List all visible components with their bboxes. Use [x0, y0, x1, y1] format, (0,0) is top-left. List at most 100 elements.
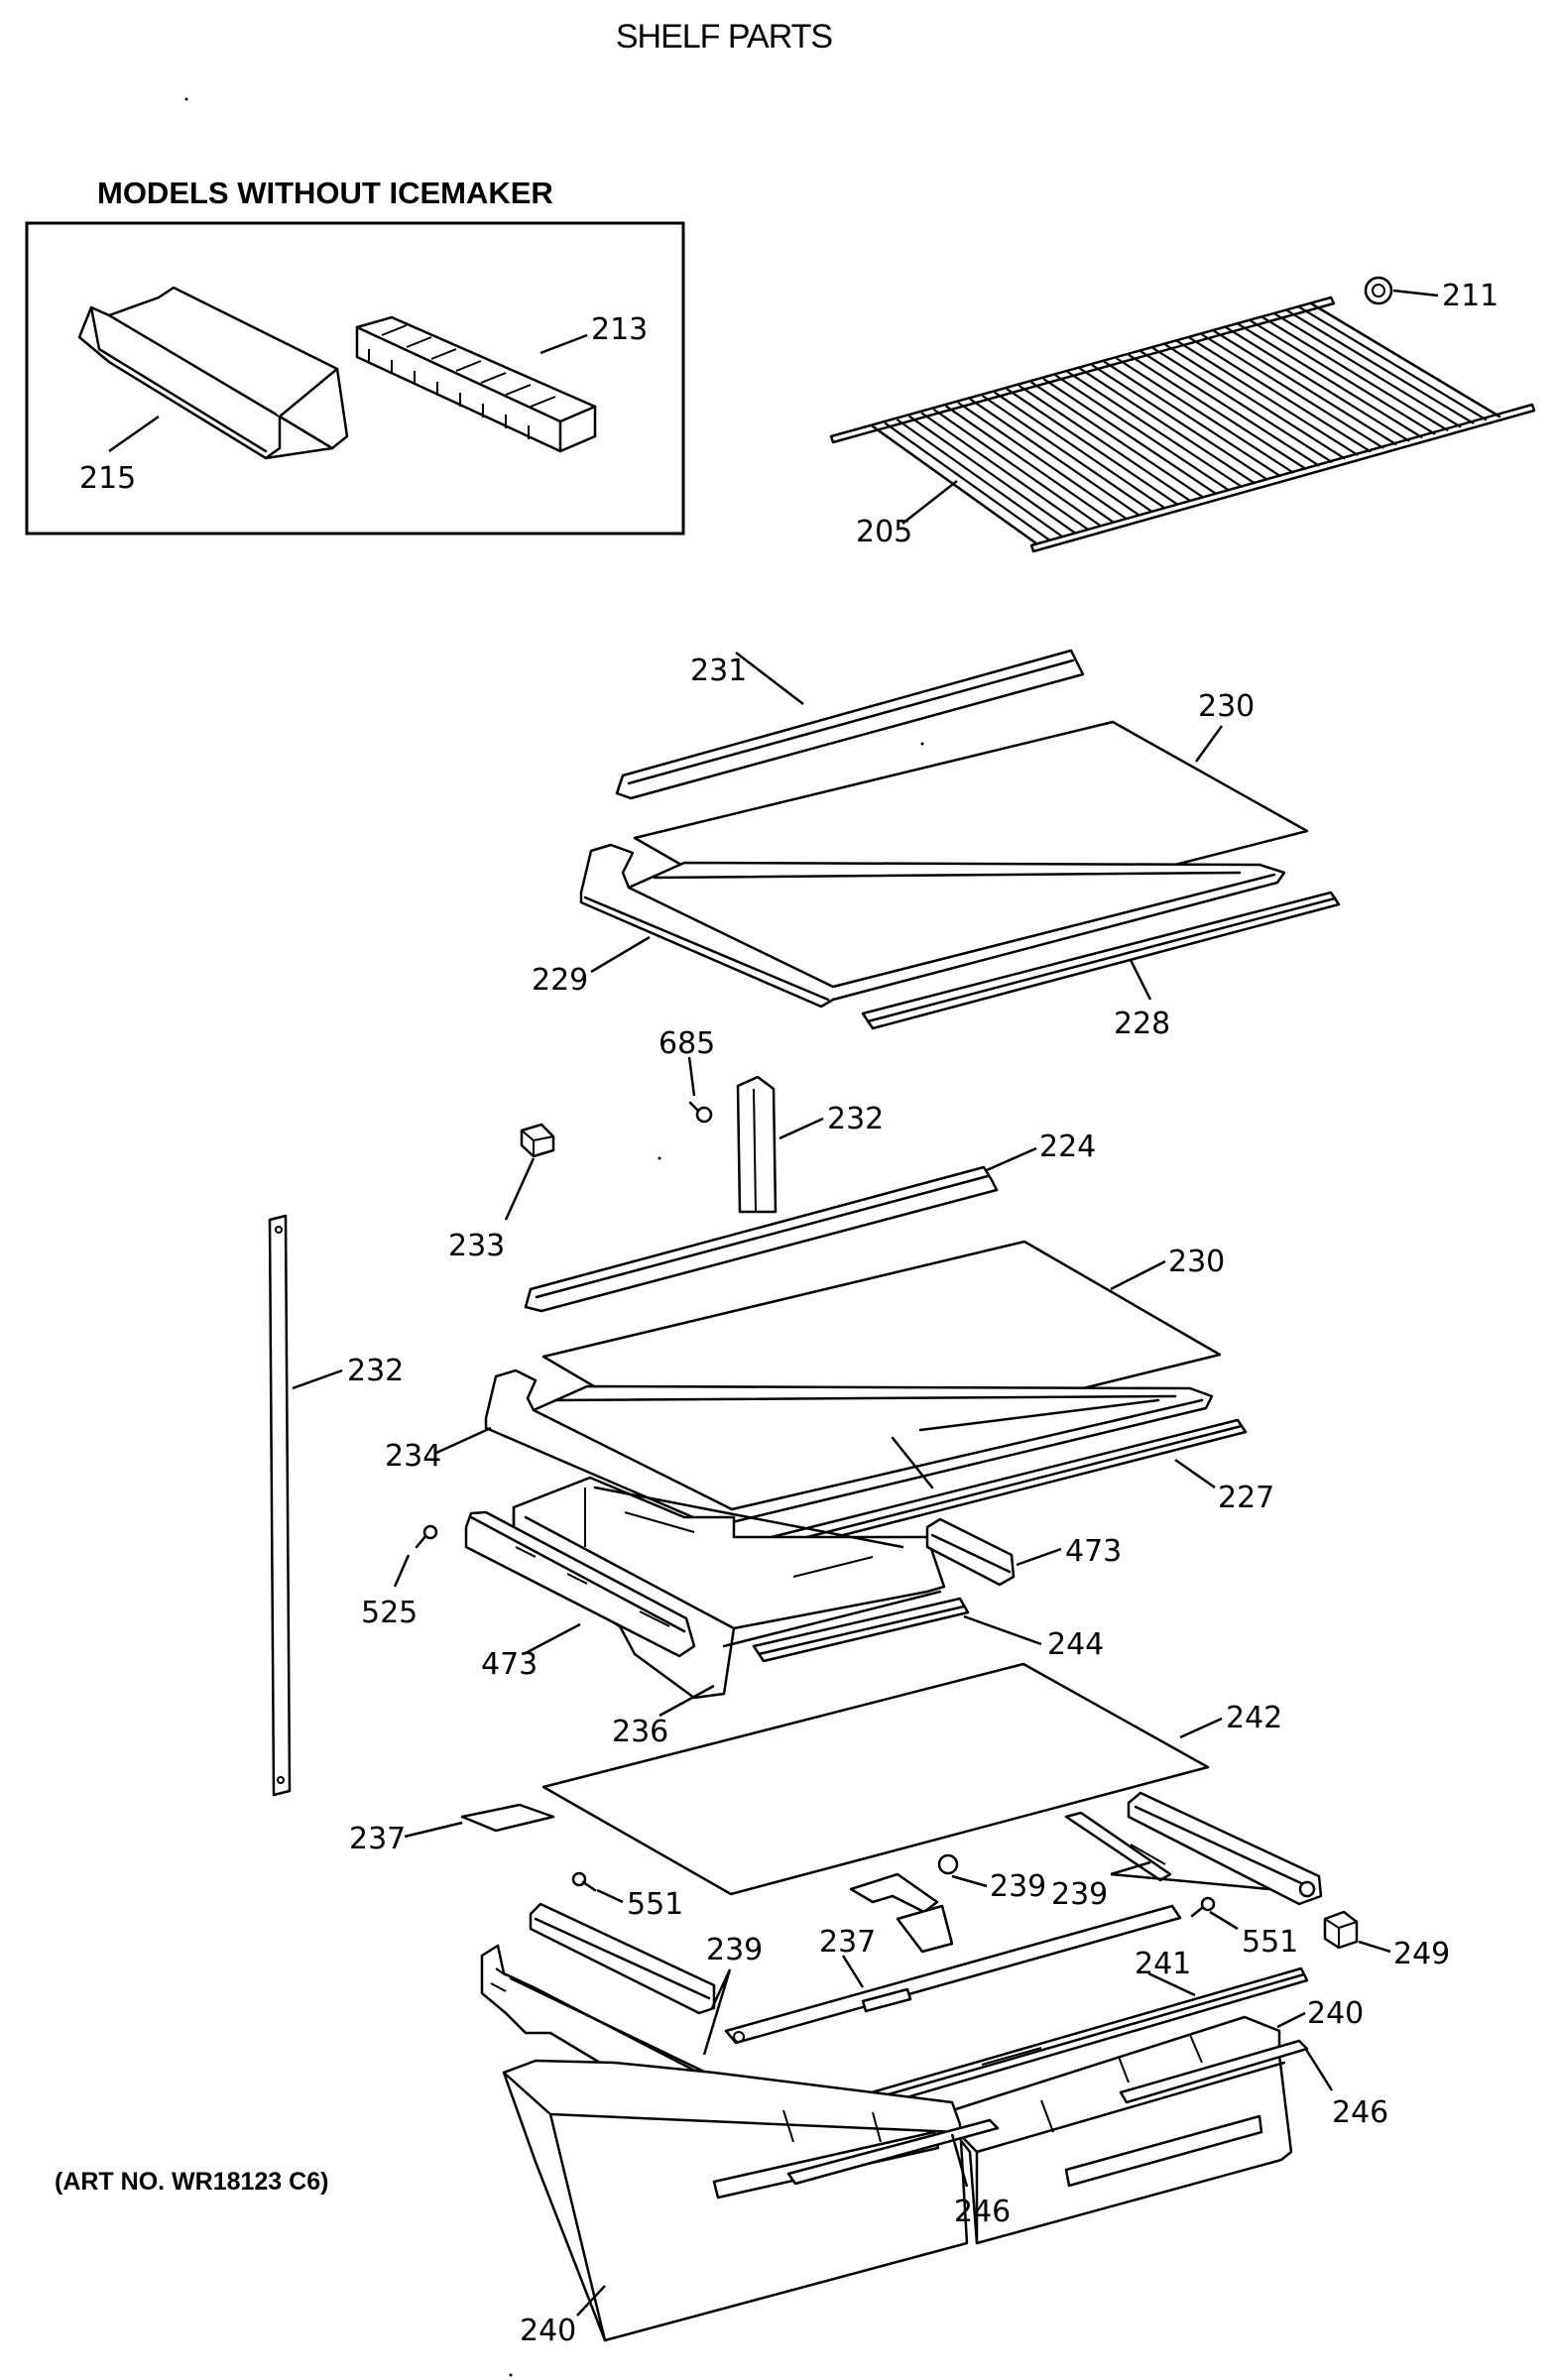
leader-229	[590, 935, 651, 974]
part-473-drawer-slide-right	[925, 1517, 1016, 1587]
shelf-wire-rod	[932, 408, 1102, 528]
part-224-shelf-trim	[524, 1165, 999, 1313]
shelf-wire-rod	[1091, 364, 1269, 481]
leader-237a	[404, 1821, 463, 1839]
leader-525	[393, 1554, 411, 1588]
shelf-wire-rod	[1188, 336, 1372, 453]
leader-246a	[1303, 2047, 1334, 2091]
part-246-drawer-handle-left	[786, 2118, 1000, 2186]
shelf-wire-rod	[1006, 388, 1179, 506]
shelf-wire-rod	[908, 415, 1076, 535]
shelf-wire-rod	[1029, 381, 1205, 499]
leader-224	[986, 1146, 1037, 1172]
leader-213	[539, 333, 588, 355]
part-551-screw-left	[571, 1871, 597, 1892]
shelf-wire-rod	[1139, 350, 1320, 467]
shelf-wire-rod	[1261, 315, 1449, 432]
part-551-screw-right	[1190, 1896, 1216, 1918]
shelf-wire-rod	[1200, 333, 1384, 449]
label-230a: 230	[1198, 689, 1255, 724]
shelf-wire-rod	[1250, 319, 1436, 435]
label-685: 685	[659, 1026, 715, 1061]
icemaker-inset: MODELS WITHOUT ICEMAKER 213 215	[25, 176, 685, 536]
shelf-wire-rod	[981, 395, 1153, 513]
label-234: 234	[385, 1439, 441, 1474]
part-213-ice-tray	[355, 315, 597, 453]
part-685-screw	[688, 1101, 713, 1124]
part-232-upright-bracket-short	[736, 1075, 778, 1214]
leader-239a	[951, 1874, 988, 1888]
label-551a: 551	[627, 1887, 683, 1922]
label-473b: 473	[481, 1647, 538, 1682]
label-239b: 239	[1051, 1877, 1108, 1912]
leader-241	[1147, 1971, 1196, 1997]
leader-227	[1174, 1458, 1216, 1489]
part-232-upright-bracket-long	[268, 1214, 292, 1797]
leader-240a	[1276, 2011, 1306, 2029]
label-229: 229	[532, 963, 588, 998]
label-242: 242	[1226, 1701, 1282, 1735]
shelf-wires	[872, 302, 1500, 544]
label-241: 241	[1135, 1947, 1191, 1981]
shelf-wire-rod	[1213, 329, 1397, 446]
leader-211	[1392, 289, 1439, 298]
shelf-wire-rod	[920, 412, 1089, 531]
part-215-shelf-bin	[77, 286, 349, 460]
part-233-clip	[520, 1123, 555, 1158]
shelf-wire-rod	[1103, 360, 1282, 478]
label-230b: 230	[1168, 1245, 1225, 1279]
part-237-drawer-rail	[724, 1904, 1182, 2045]
leader-249	[1358, 1940, 1391, 1954]
inset-title: MODELS WITHOUT ICEMAKER	[97, 176, 553, 210]
part-239-roller-bracket	[849, 1853, 959, 1954]
shelf-wire-rod	[957, 401, 1128, 521]
part-229-shelf-frame	[579, 843, 1286, 1009]
part-473-drawer-slide-left	[464, 1510, 696, 1658]
leader-228	[1129, 959, 1152, 1001]
leader-232b	[292, 1368, 343, 1390]
leader-473a	[1016, 1547, 1062, 1567]
shelf-wire-rod	[884, 421, 1050, 541]
label-215: 215	[79, 461, 136, 496]
label-237b: 237	[819, 1925, 876, 1960]
part-211-shelf-bushing	[1364, 276, 1393, 305]
label-240b: 240	[520, 2314, 576, 2348]
label-232a: 232	[827, 1102, 884, 1136]
leader-236	[659, 1684, 715, 1718]
shelf-wire-rod	[1115, 357, 1295, 474]
label-246b: 246	[954, 2195, 1011, 2229]
leader-232a	[779, 1117, 824, 1140]
shelf-wire-rod	[1298, 305, 1488, 421]
label-239c: 239	[706, 1933, 763, 1967]
part-525-screw	[415, 1524, 438, 1549]
part-240-crisper-drawer-left	[502, 2059, 969, 2342]
shelf-wire-rod	[896, 418, 1063, 537]
label-525: 525	[361, 1596, 418, 1630]
shelf-wire-rod	[1310, 302, 1500, 417]
shelf-wire-rod	[872, 425, 1037, 544]
leader-242	[1179, 1717, 1223, 1739]
shelf-wire-rod	[994, 391, 1166, 510]
shelf-wire-rod	[1128, 353, 1308, 471]
shelf-wire-rod	[1164, 343, 1346, 460]
leader-551a	[596, 1888, 624, 1904]
shelf-wire-rod	[969, 398, 1140, 517]
page-title: SHELF PARTS	[616, 18, 833, 56]
part-231-shelf-trim	[615, 649, 1085, 800]
part-242-crisper-cover-glass	[541, 1662, 1210, 1896]
label-246a: 246	[1332, 2095, 1388, 2130]
leader-234	[435, 1426, 492, 1455]
label-244: 244	[1047, 1627, 1104, 1662]
part-249-roller	[1323, 1910, 1359, 1950]
shelf-wire-rod	[1225, 326, 1410, 442]
shelf-wire-rod	[1273, 312, 1462, 428]
shelf-wire-rod	[1018, 384, 1192, 503]
label-236: 236	[612, 1715, 668, 1749]
leader-205	[901, 480, 958, 525]
shelf-wire-rod	[1054, 374, 1231, 492]
label-211: 211	[1442, 279, 1498, 313]
leader-239c	[702, 1968, 732, 2056]
label-205: 205	[856, 515, 912, 549]
